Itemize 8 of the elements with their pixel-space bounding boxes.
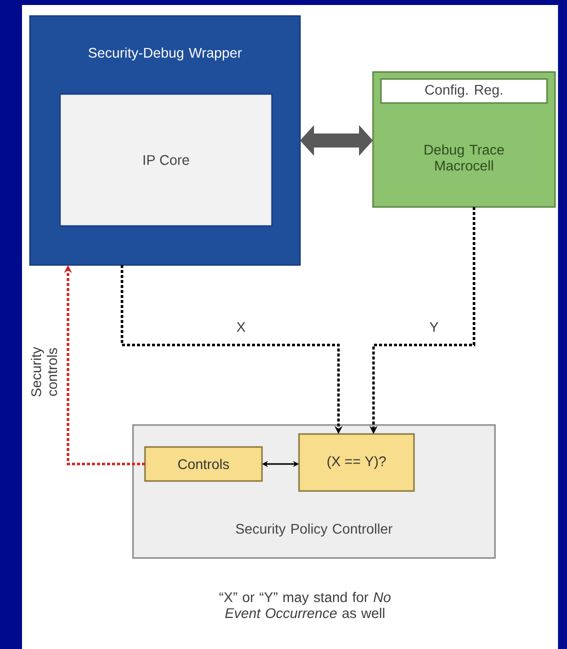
caption: “X” or “Y” may stand for No Event Occurrence as well: [220, 592, 391, 618]
edge-label: X: [236, 322, 246, 332]
comparator-box: (X == Y)?: [298, 433, 415, 492]
core-box: IP Core: [59, 93, 273, 227]
edge-label: Security controls: [30, 346, 58, 397]
controls-box: Controls: [144, 446, 263, 482]
register-box: Config. Reg.: [380, 78, 548, 104]
edge-label: Y: [430, 322, 438, 332]
